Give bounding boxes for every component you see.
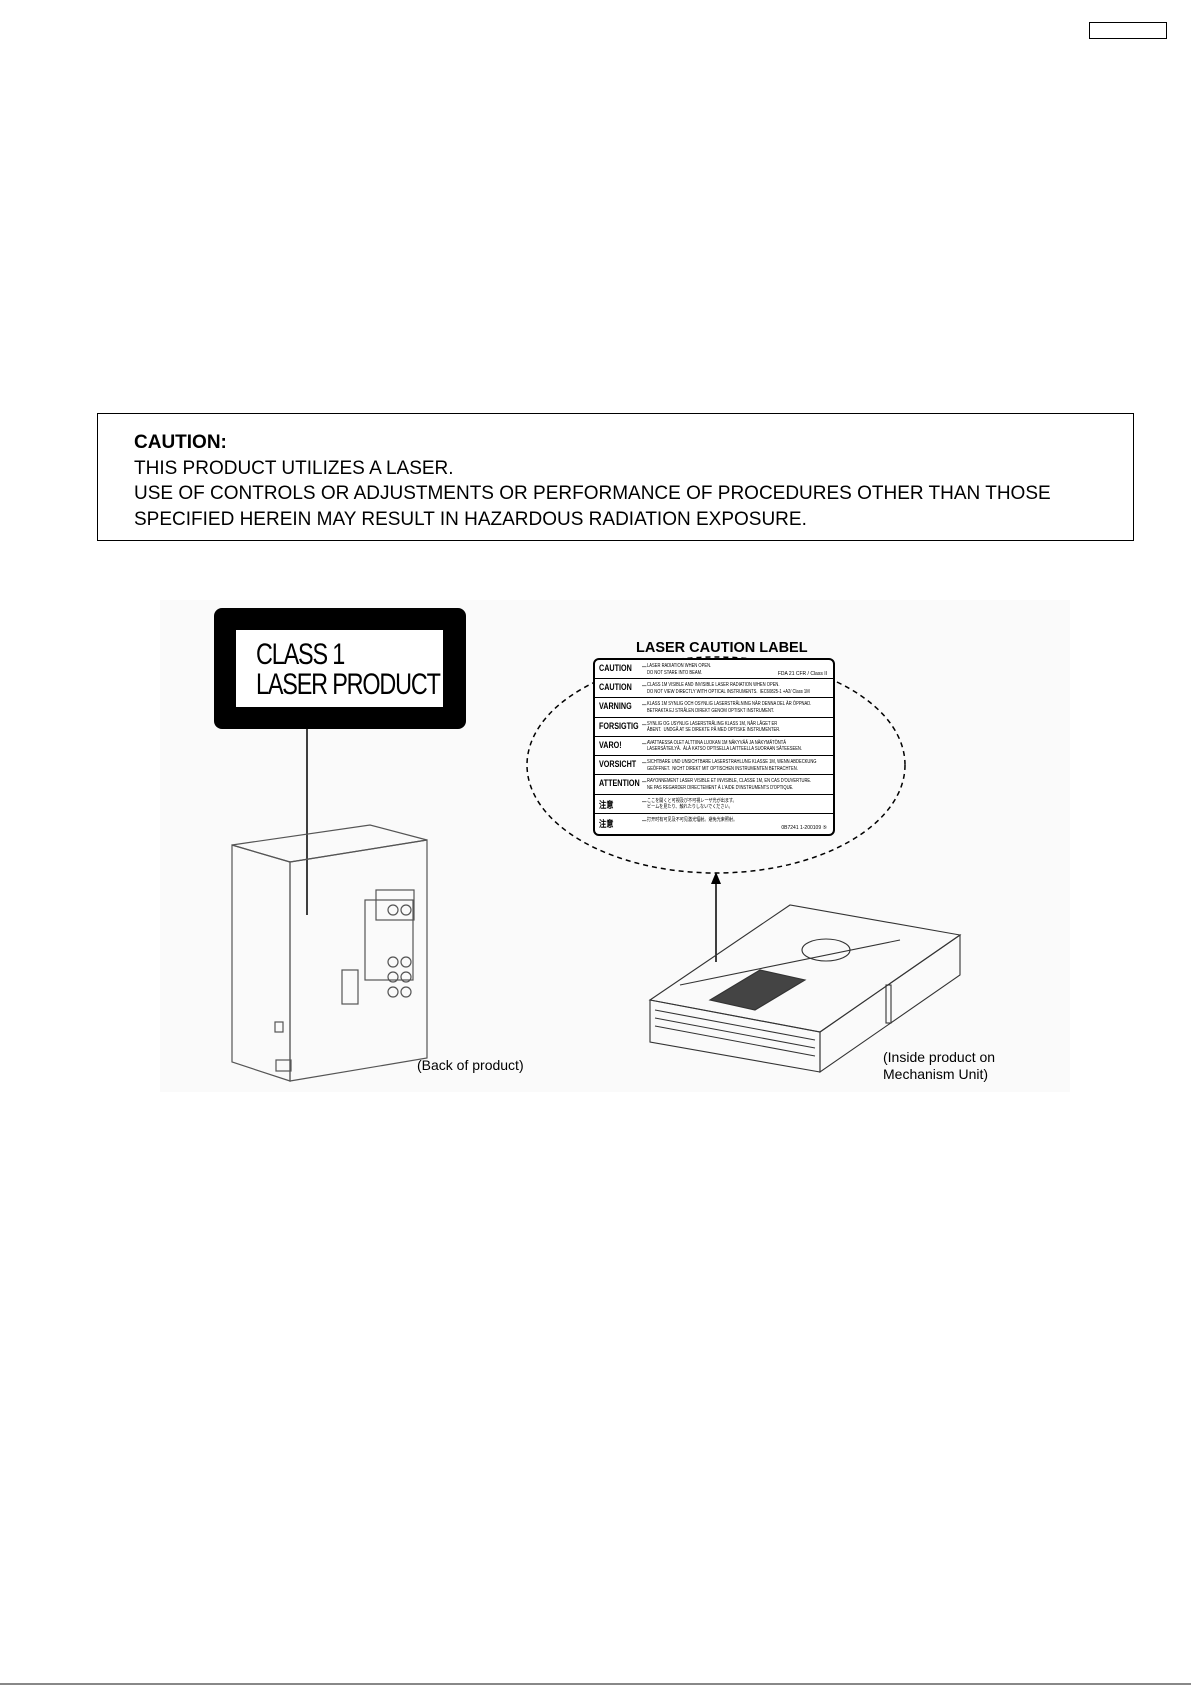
- caution-label-row-text: AVATTAESSA OLET ALTTIINA LUOKAN 1M NÄKYV…: [647, 739, 803, 753]
- caution-title: CAUTION:: [134, 432, 227, 453]
- caution-label-row-dash: –: [642, 758, 647, 768]
- caution-label-row-text: CLASS 1M VISIBLE AND INVISIBLE LASER RAD…: [647, 682, 810, 695]
- caution-label-row-heading: 注意: [599, 799, 614, 810]
- caution-label-row-heading: VORSICHT: [599, 759, 637, 770]
- caution-label-row-heading: FORSIGTIG: [599, 720, 639, 731]
- caution-label-row-dash: –: [642, 719, 647, 729]
- laser-caution-label-title: LASER CAUTION LABEL: [636, 640, 808, 656]
- caution-label-row-dash: –: [642, 777, 647, 787]
- caution-label-row-note: 0B7241 1-200109 ⑤: [781, 824, 827, 831]
- caution-label-row-heading: CAUTION: [599, 682, 632, 693]
- caution-label-row-heading: 注意: [599, 818, 614, 829]
- class-label-line-1: CLASS 1: [256, 638, 345, 671]
- class-label-line-2: LASER PRODUCT: [256, 668, 441, 701]
- caution-label-row-dash: –: [642, 700, 647, 710]
- caution-label-row: VORSICHT–SICHTBARE UND UNSICHTBARE LASER…: [595, 756, 833, 776]
- caution-line-2: USE OF CONTROLS OR ADJUSTMENTS OR PERFOR…: [134, 483, 1051, 504]
- caution-label-row: FORSIGTIG–SYNLIG OG USYNLIG LASERSTRÅLIN…: [595, 718, 833, 737]
- caution-label-row-text: SYNLIG OG USYNLIG LASERSTRÅLING KLASS 1M…: [647, 720, 781, 734]
- caution-label-row: CAUTION –LASER RADIATION WHEN OPEN. DO NO…: [595, 660, 833, 680]
- caution-label-row: ATTENTION–RAYONNEMENT LASER VISIBLE ET I…: [595, 775, 833, 795]
- laser-caution-notice: CAUTION: THIS PRODUCT UTILIZES A LASER. …: [97, 413, 1134, 541]
- caution-label-row-text: ここを開くと可視及び不可視レーザ光が出ます。 ビームを見たり、触れたりしないでく…: [647, 797, 737, 811]
- caution-line-1: THIS PRODUCT UTILIZES A LASER.: [134, 457, 454, 479]
- caution-label-row: VARO! –AVATTAESSA OLET ALTTIINA LUOKAN 1M…: [595, 737, 833, 757]
- caution-label-row-text: SICHTBARE UND UNSICHTBARE LASERSTRAHLUNG…: [647, 759, 817, 772]
- caution-label-row-dash: –: [642, 796, 647, 806]
- caution-label-row-heading: VARNING: [599, 701, 632, 712]
- class-label-inner: CLASS 1 LASER PRODUCT: [236, 630, 443, 707]
- caption-inside-line-1: (Inside product on: [883, 1049, 996, 1065]
- caption-inside-line-2: Mechanism Unit): [883, 1066, 989, 1082]
- caution-label-row-heading: VARO!: [599, 739, 622, 750]
- page-number-box: [1089, 22, 1167, 39]
- caution-label-row-dash: –: [642, 815, 647, 825]
- caution-label-row-heading: ATTENTION: [599, 778, 640, 789]
- caution-label-row-text: LASER RADIATION WHEN OPEN. DO NOT STARE …: [647, 663, 712, 676]
- caution-label-row: 注意 –打开时有可见及不可见激光辐射。避免光束照射。 0B7241 1-200109…: [595, 814, 833, 833]
- caution-label-row-dash: –: [642, 738, 647, 748]
- caution-label-row-note: FDA 21 CFR / Class II: [777, 671, 827, 678]
- caption-back-of-product: (Back of product): [417, 1057, 524, 1073]
- caution-label-row: VARNING–KLASS 1M SYNLIG OCH OSYNLIG LASE…: [595, 698, 833, 718]
- caution-line-3: SPECIFIED HEREIN MAY RESULT IN HAZARDOUS…: [134, 508, 807, 530]
- caution-label-row-text: RAYONNEMENT LASER VISIBLE ET INVISIBLE, …: [647, 778, 812, 791]
- page-footer-rule: [0, 1683, 1191, 1685]
- caution-label-row: CAUTION–CLASS 1M VISIBLE AND INVISIBLE L…: [595, 679, 833, 699]
- class-1-laser-label: CLASS 1 LASER PRODUCT: [214, 608, 466, 729]
- caution-label-row-heading: CAUTION: [599, 663, 632, 673]
- laser-caution-label-card: CAUTION–LASER RADIATION WHEN OPEN. DO NO…: [593, 658, 835, 836]
- caution-label-row: 注意 –ここを開くと可視及び不可視レーザ光が出ます。 ビームを見たり、触れたりしな…: [595, 795, 833, 814]
- caution-label-row-text: KLASS 1M SYNLIG OCH OSYNLIG LASERSTRÅLNI…: [647, 701, 812, 714]
- caution-label-row-dash: –: [642, 681, 647, 691]
- caution-label-row-text: 打开时有可见及不可见激光辐射。避免光束照射。: [647, 816, 738, 823]
- caution-label-row-dash: –: [642, 662, 647, 671]
